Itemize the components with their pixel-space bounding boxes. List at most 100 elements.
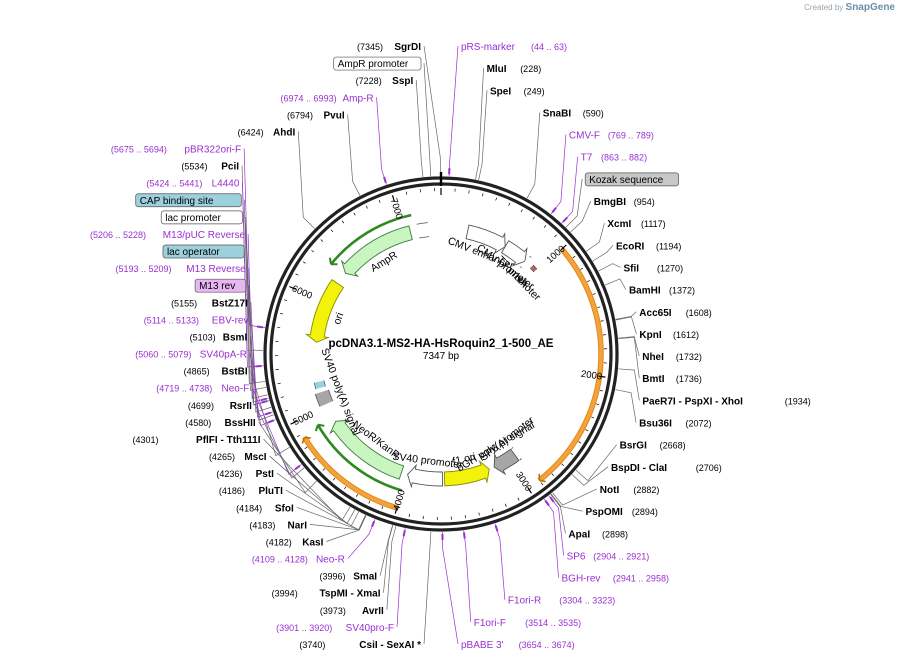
- feature-ori: [304, 279, 345, 343]
- ruler-minor-tick: [520, 209, 523, 213]
- feature-t7-promoter-edge-inner: [519, 266, 522, 269]
- site-lac-operator: lac operator: [162, 244, 245, 259]
- box-kozak-sequence: [584, 172, 679, 187]
- leader-nari: [309, 515, 367, 531]
- site-coord-bgh-rev: (2941 .. 2958): [613, 574, 669, 584]
- site-bsu36i: Bsu36I(2072): [639, 419, 711, 430]
- site-coord-m13-puc-reverse: (5206 .. 5228): [90, 230, 146, 240]
- leader-cap-binding-site: [243, 199, 266, 385]
- site-sfii: SfiI(1270): [623, 263, 683, 274]
- leader-bstbi: [250, 370, 290, 457]
- ruler-label: 5000: [292, 409, 316, 428]
- feature-sv40-poly-a-signal-edge-inner: [328, 389, 334, 402]
- primer-mark-pbr322ori-f: [256, 325, 264, 329]
- leader-spei: [478, 90, 488, 181]
- site-name-neo-r: Neo-R: [316, 555, 345, 566]
- ruler-minor-tick: [585, 429, 589, 432]
- leader-lac-operator: [246, 251, 268, 399]
- ruler-major-tick: [560, 244, 567, 251]
- box-label-cap-binding-site: CAP binding site: [140, 196, 214, 207]
- site-coord-pflfi-tth111i: (4301): [132, 435, 158, 445]
- feature-sv40-poly-a-signal: [315, 389, 333, 407]
- site-name-pcii: PciI: [221, 162, 239, 173]
- feature-cmv-promoter: [500, 240, 528, 267]
- leader-kasi: [326, 515, 367, 542]
- site-cmv-f: CMV-F(769 .. 789): [569, 131, 654, 142]
- site-name-cmv-f: CMV-F: [569, 131, 600, 142]
- site-coord-pspomi: (2894): [632, 507, 658, 517]
- site-name-pflfi-tth111i: PflFI - Tth111I: [196, 435, 261, 446]
- box-lac-promoter: [160, 210, 243, 225]
- site-coord-noti: (2882): [633, 485, 659, 495]
- ruler-minor-tick: [408, 513, 410, 517]
- ruler-label: 2000: [580, 369, 602, 383]
- leader-bsshii: [258, 421, 317, 494]
- site-bsrgi: BsrGI(2668): [620, 441, 686, 452]
- site-rsrii: RsrII(4699): [188, 401, 252, 412]
- site-snabi: SnaBI(590): [543, 108, 604, 119]
- ruler-minor-tick: [491, 508, 494, 512]
- feature-bgh-poly-a-signal: [493, 448, 520, 476]
- ruler-minor-tick: [284, 409, 289, 412]
- site-coord-sfoi: (4184): [236, 503, 262, 513]
- leader-lac-promoter: [245, 216, 267, 391]
- feature-f1-ori: [443, 459, 490, 487]
- feature-sp6-promoter-edge-inner: [511, 447, 514, 449]
- ruler-minor-tick: [304, 446, 308, 450]
- site-name-bmgbi: BmgBI: [594, 197, 626, 208]
- primer-mark-sp6: [549, 496, 555, 503]
- feature-neo: [316, 424, 403, 492]
- site-bamhi: BamHI(1372): [629, 286, 695, 297]
- site-ampr-promoter: AmpR promoter: [333, 56, 422, 71]
- site-coord-neo-r: (4109 .. 4128): [252, 555, 308, 565]
- box-ampr-promoter: [333, 56, 422, 71]
- ruler-minor-tick: [296, 434, 300, 438]
- ruler-minor-tick: [311, 249, 315, 253]
- feature-neor-orange: [302, 436, 399, 510]
- site-pspomi: PspOMI(2894): [586, 507, 658, 518]
- feature-label-f1-ori: f1 ori: [451, 451, 476, 468]
- ruler-minor-tick: [572, 255, 576, 259]
- site-sv40pro-f: SV40pro-F(3901 .. 3920): [276, 623, 394, 634]
- snapgene-logo: SnapGene: [845, 2, 895, 13]
- feature-sp6-promoter-edge-outer: [519, 458, 522, 461]
- primer-mark-cmv-f: [551, 207, 557, 214]
- primer-mark-sv40pro-f: [402, 530, 406, 537]
- site-coord-pcii: (5534): [181, 162, 207, 172]
- site-coord-snabi: (590): [583, 108, 604, 118]
- ruler-minor-tick: [600, 320, 604, 322]
- ruler-minor-tick: [504, 503, 507, 507]
- ruler-minor-tick: [284, 299, 288, 302]
- site-coord-sp6: (2904 .. 2921): [593, 551, 649, 561]
- site-kozak-sequence: Kozak sequence: [584, 172, 679, 187]
- site-name-bstz17i: BstZ17I: [212, 298, 248, 309]
- site-psti: PstI(4236): [216, 469, 274, 480]
- feature-ampr-promoter: [416, 222, 430, 239]
- site-sspi: SspI(7228): [356, 76, 414, 87]
- site-prs-marker: pRS-marker(44 .. 63): [461, 42, 567, 53]
- site-name-bstbi: BstBI: [221, 367, 247, 378]
- ruler-minor-tick: [561, 463, 565, 466]
- feature-insert: [538, 247, 603, 482]
- site-coord-neo-f: (4719 .. 4738): [156, 384, 212, 394]
- site-name-nari: NarI: [288, 520, 308, 531]
- feature-bla-arrowhead: [328, 257, 338, 266]
- site-coord-prs-marker: (44 .. 63): [531, 42, 567, 52]
- site-name-noti: NotI: [600, 485, 620, 496]
- leader-kozak-sequence: [565, 178, 583, 228]
- site-coord-ecori: (1194): [656, 241, 681, 251]
- feature-ha-edge-outer: [532, 264, 538, 270]
- site-neo-f: Neo-F (4719 .. 4738): [156, 384, 249, 395]
- leader-noti: [552, 488, 597, 506]
- site-ahdi: AhdI(6424): [238, 127, 296, 138]
- site-coord-smai: (3996): [319, 572, 345, 582]
- site-coord-f1ori-f: (3514 .. 3535): [525, 618, 581, 628]
- site-name-pbabe-3: pBABE 3': [461, 640, 504, 651]
- site-sp6: SP6(2904 .. 2921): [567, 551, 650, 562]
- site-name-neo-f: Neo-F: [221, 384, 249, 395]
- ruler-minor-tick: [405, 191, 408, 195]
- ruler-minor-tick: [468, 190, 470, 194]
- leader-kpni: [615, 316, 637, 335]
- site-coord-kasi: (4182): [266, 537, 292, 547]
